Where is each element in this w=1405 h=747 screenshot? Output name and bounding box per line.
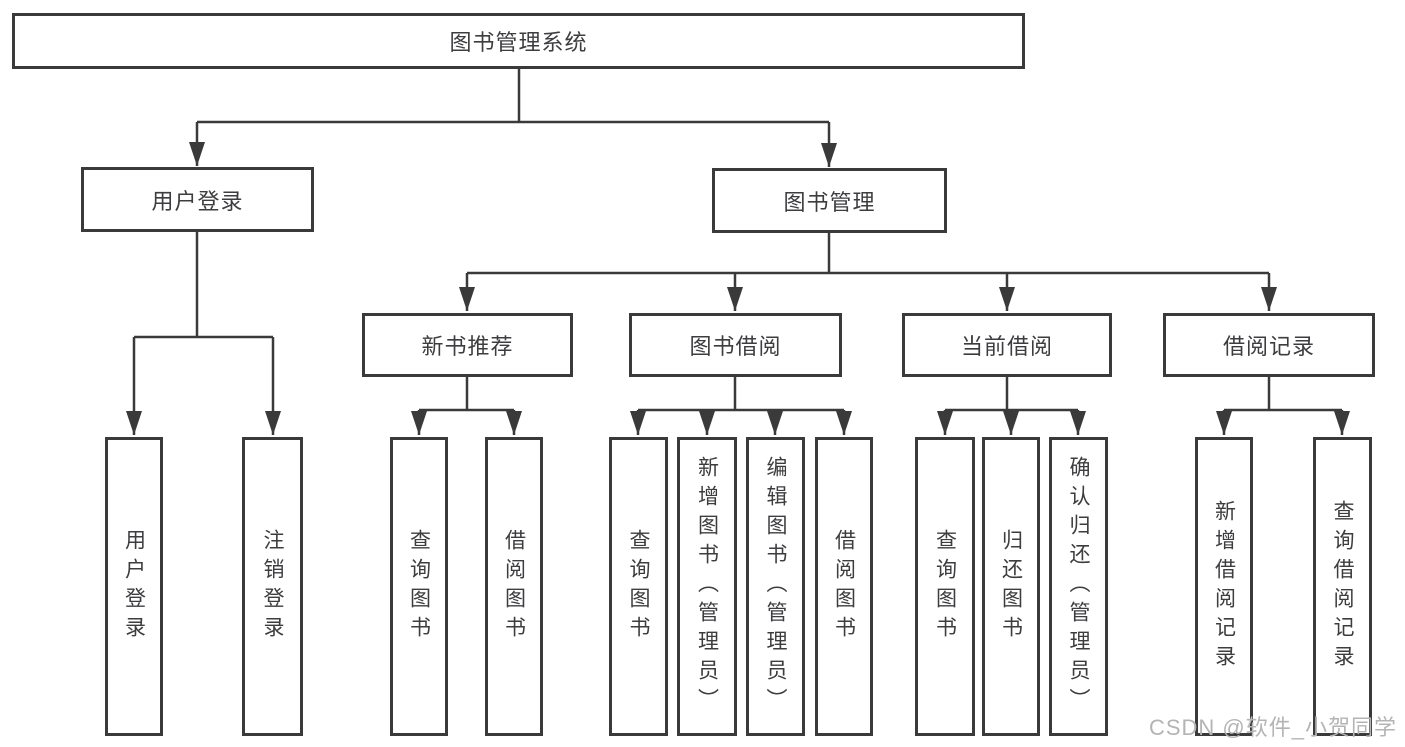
- leaf-borrow-book-recommend: 借阅图书: [485, 437, 543, 736]
- leaf-query-borrow-record: 查询借阅记录: [1313, 437, 1372, 736]
- csdn-watermark: CSDN @软件_小贺同学: [1148, 715, 1397, 740]
- leaf-add-borrow-record: 新增借阅记录: [1195, 437, 1253, 736]
- leaf-logout: 注销登录: [242, 437, 303, 736]
- node-library-management-system: 图书管理系统: [12, 13, 1025, 69]
- node-new-book-recommend: 新书推荐: [362, 313, 573, 377]
- node-borrow-records: 借阅记录: [1163, 313, 1375, 377]
- leaf-user-login: 用户登录: [105, 437, 163, 736]
- node-user-login: 用户登录: [81, 167, 314, 232]
- leaf-borrow-book: 借阅图书: [815, 437, 873, 736]
- leaf-confirm-return-admin: 确认归还（管理员）: [1049, 437, 1108, 736]
- node-book-borrow: 图书借阅: [629, 313, 842, 377]
- leaf-return-book: 归还图书: [982, 437, 1040, 736]
- leaf-add-book-admin: 新增图书（管理员）: [677, 437, 737, 736]
- node-book-management: 图书管理: [712, 168, 947, 233]
- leaf-query-book-recommend: 查询图书: [390, 437, 448, 736]
- leaf-edit-book-admin: 编辑图书（管理员）: [746, 437, 805, 736]
- node-current-borrow: 当前借阅: [902, 313, 1112, 377]
- leaf-query-book-borrow: 查询图书: [609, 437, 668, 736]
- leaf-query-book-current: 查询图书: [915, 437, 975, 736]
